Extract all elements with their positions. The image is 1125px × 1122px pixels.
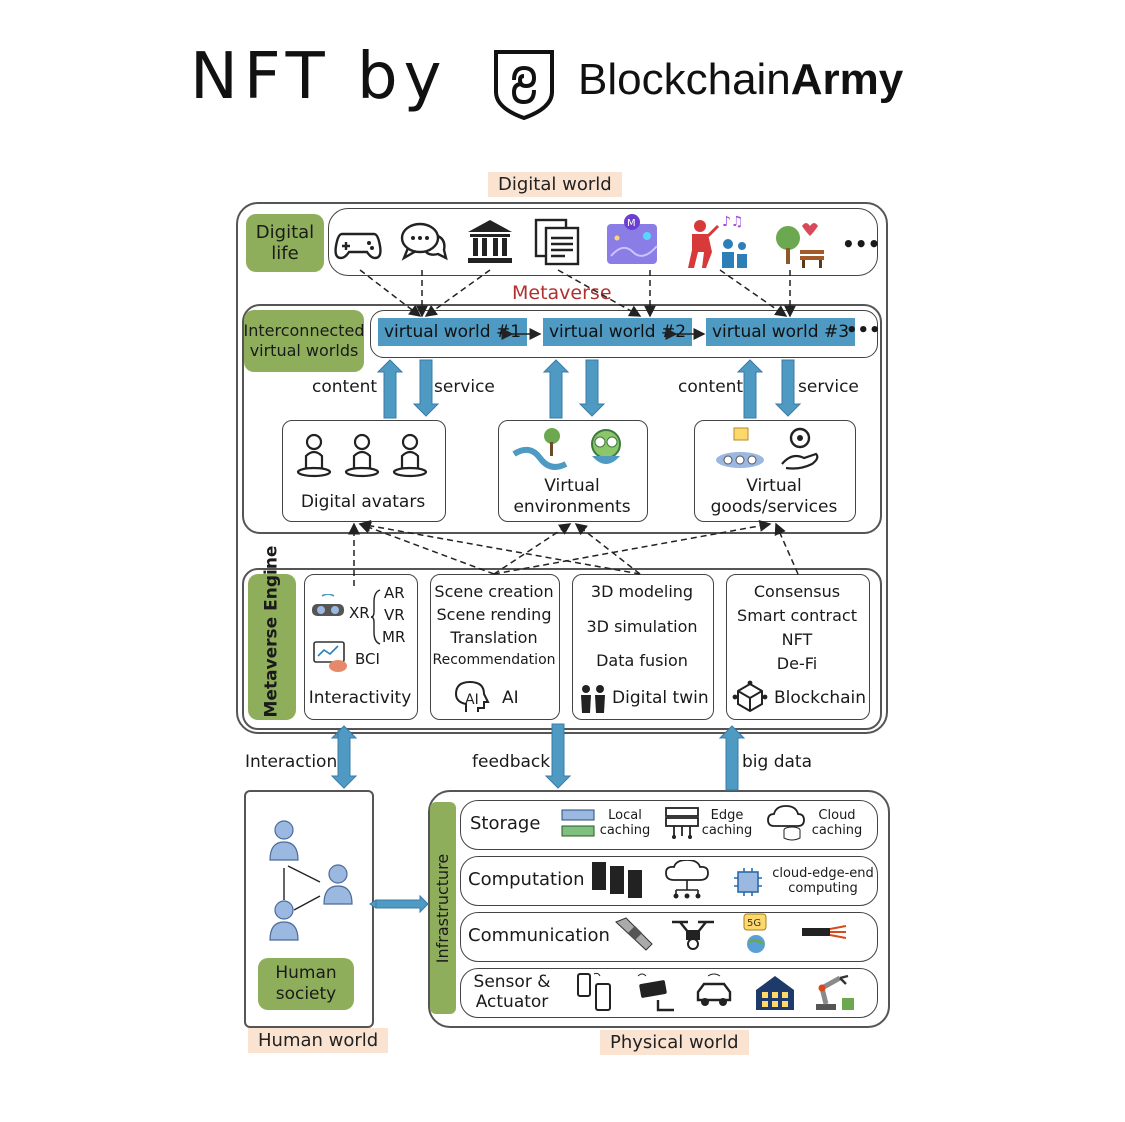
engine-label: Metaverse Engine xyxy=(248,545,296,720)
digital-world-tag: Digital world xyxy=(488,172,622,197)
ar-label: AR xyxy=(384,584,405,602)
svg-text:AI: AI xyxy=(465,692,479,708)
sensor-label: Sensor & Actuator xyxy=(473,972,551,1012)
feedback-label: feedback xyxy=(472,752,551,772)
ai-item-4: Recommendation xyxy=(432,652,556,668)
physical-world-tag: Physical world xyxy=(600,1030,749,1055)
service-label-left: service xyxy=(434,377,495,397)
smartphone-icon xyxy=(577,972,611,1011)
cloud-network-icon xyxy=(665,860,709,899)
blockchain-item-1: Consensus xyxy=(753,582,841,601)
vr-headset-icon xyxy=(312,594,344,616)
bci-label: BCI xyxy=(355,650,380,668)
interactivity-title: Interactivity xyxy=(308,688,412,708)
cable-icon xyxy=(802,925,847,939)
people-network-icon xyxy=(269,820,353,941)
smart-home-icon xyxy=(756,976,794,1010)
drone-icon xyxy=(672,920,714,950)
nft-card-icon: M xyxy=(607,214,658,264)
computation-label: Computation xyxy=(468,869,585,890)
twin-item-2: 3D simulation xyxy=(586,617,698,636)
environment-icon xyxy=(512,428,621,470)
digital-life-more: ••• xyxy=(842,232,881,256)
content-label-left: content xyxy=(312,377,378,397)
virtual-goods-label: Virtual goods/services xyxy=(710,476,838,517)
camera-icon xyxy=(637,973,674,1012)
svg-text:5G: 5G xyxy=(747,918,761,929)
human-world-tag: Human world xyxy=(248,1028,389,1053)
digital-avatars-label: Digital avatars xyxy=(300,492,426,512)
mr-label: MR xyxy=(382,628,406,646)
blockchain-item-3: NFT xyxy=(781,630,813,649)
storage-label: Storage xyxy=(470,813,541,834)
blockchain-item-4: De-Fi xyxy=(776,654,818,673)
blockchain-cube-icon xyxy=(732,680,768,713)
content-label-right: content xyxy=(678,377,744,397)
ai-title: AI xyxy=(502,688,519,708)
goods-icon xyxy=(716,427,819,470)
interaction-label: Interaction xyxy=(245,752,338,772)
cloud-edge-end-label: cloud-edge-end computing xyxy=(772,866,874,896)
xr-brace xyxy=(370,589,381,645)
shield-logo-icon xyxy=(494,50,554,121)
communication-label: Communication xyxy=(468,925,610,946)
communication-row xyxy=(460,912,878,962)
ai-item-1: Scene creation xyxy=(434,582,554,601)
avatars-icon xyxy=(296,433,428,478)
brand-bold: Army xyxy=(790,55,904,104)
virtual-world-3: virtual world #3 xyxy=(706,318,856,346)
metaverse-label: Metaverse xyxy=(512,282,612,304)
digital-twin-title: Digital twin xyxy=(612,688,709,708)
park-icon xyxy=(776,223,824,268)
digital-life-label: Digital life xyxy=(246,214,324,272)
ai-item-2: Scene rending xyxy=(436,605,552,624)
xr-label: XR xyxy=(349,604,370,622)
bank-icon xyxy=(468,220,512,263)
bci-icon xyxy=(313,641,347,672)
brand-regular: Blockchain xyxy=(578,55,791,104)
interconnected-label: Interconnected virtual worlds xyxy=(244,310,365,372)
twin-item-1: 3D modeling xyxy=(590,582,694,601)
twin-item-3: Data fusion xyxy=(596,651,688,670)
virtual-goods-card xyxy=(694,420,856,522)
blockchain-title: Blockchain xyxy=(774,688,867,708)
local-caching-label: Local caching xyxy=(599,808,651,838)
gamepad-icon xyxy=(334,232,382,260)
infrastructure-label: Infrastructure xyxy=(430,802,456,1014)
blockchain-item-2: Smart contract xyxy=(737,606,857,625)
virtual-environments-card xyxy=(498,420,648,522)
virtual-worlds-more: ••• xyxy=(846,320,881,341)
cpu-chip-icon xyxy=(734,868,762,896)
virtual-world-2: virtual world #2 xyxy=(543,318,693,346)
big-data-label: big data xyxy=(742,752,813,772)
brand-name: BlockchainArmy xyxy=(578,55,903,105)
ai-item-3: Translation xyxy=(450,628,538,647)
chat-icon xyxy=(400,222,448,261)
svg-text:♪♫: ♪♫ xyxy=(722,214,744,230)
blockchain-card xyxy=(726,574,870,720)
robot-arm-icon xyxy=(816,974,854,1010)
satellite-icon xyxy=(615,917,653,951)
edge-server-icon xyxy=(665,807,699,839)
twins-icon xyxy=(581,685,605,713)
cloud-caching-label: Cloud caching xyxy=(811,808,863,838)
server-racks-icon xyxy=(592,862,642,898)
virtual-environments-label: Virtual environments xyxy=(513,476,631,517)
svg-text:M: M xyxy=(627,218,636,229)
header-title: NFT by xyxy=(190,40,448,114)
human-society-label: Human society xyxy=(258,958,354,1010)
cloud-storage-icon xyxy=(767,805,805,841)
service-label-right: service xyxy=(798,377,859,397)
memory-chip-icon xyxy=(561,809,595,837)
ai-head-icon: AI xyxy=(454,680,490,712)
computation-row xyxy=(460,856,878,906)
concert-icon: ♪♫ xyxy=(688,214,747,268)
car-icon xyxy=(696,973,732,1006)
edge-caching-label: Edge caching xyxy=(701,808,753,838)
5g-tower-icon: 5G xyxy=(743,913,767,953)
documents-icon xyxy=(534,218,580,266)
vr-label: VR xyxy=(384,606,405,624)
